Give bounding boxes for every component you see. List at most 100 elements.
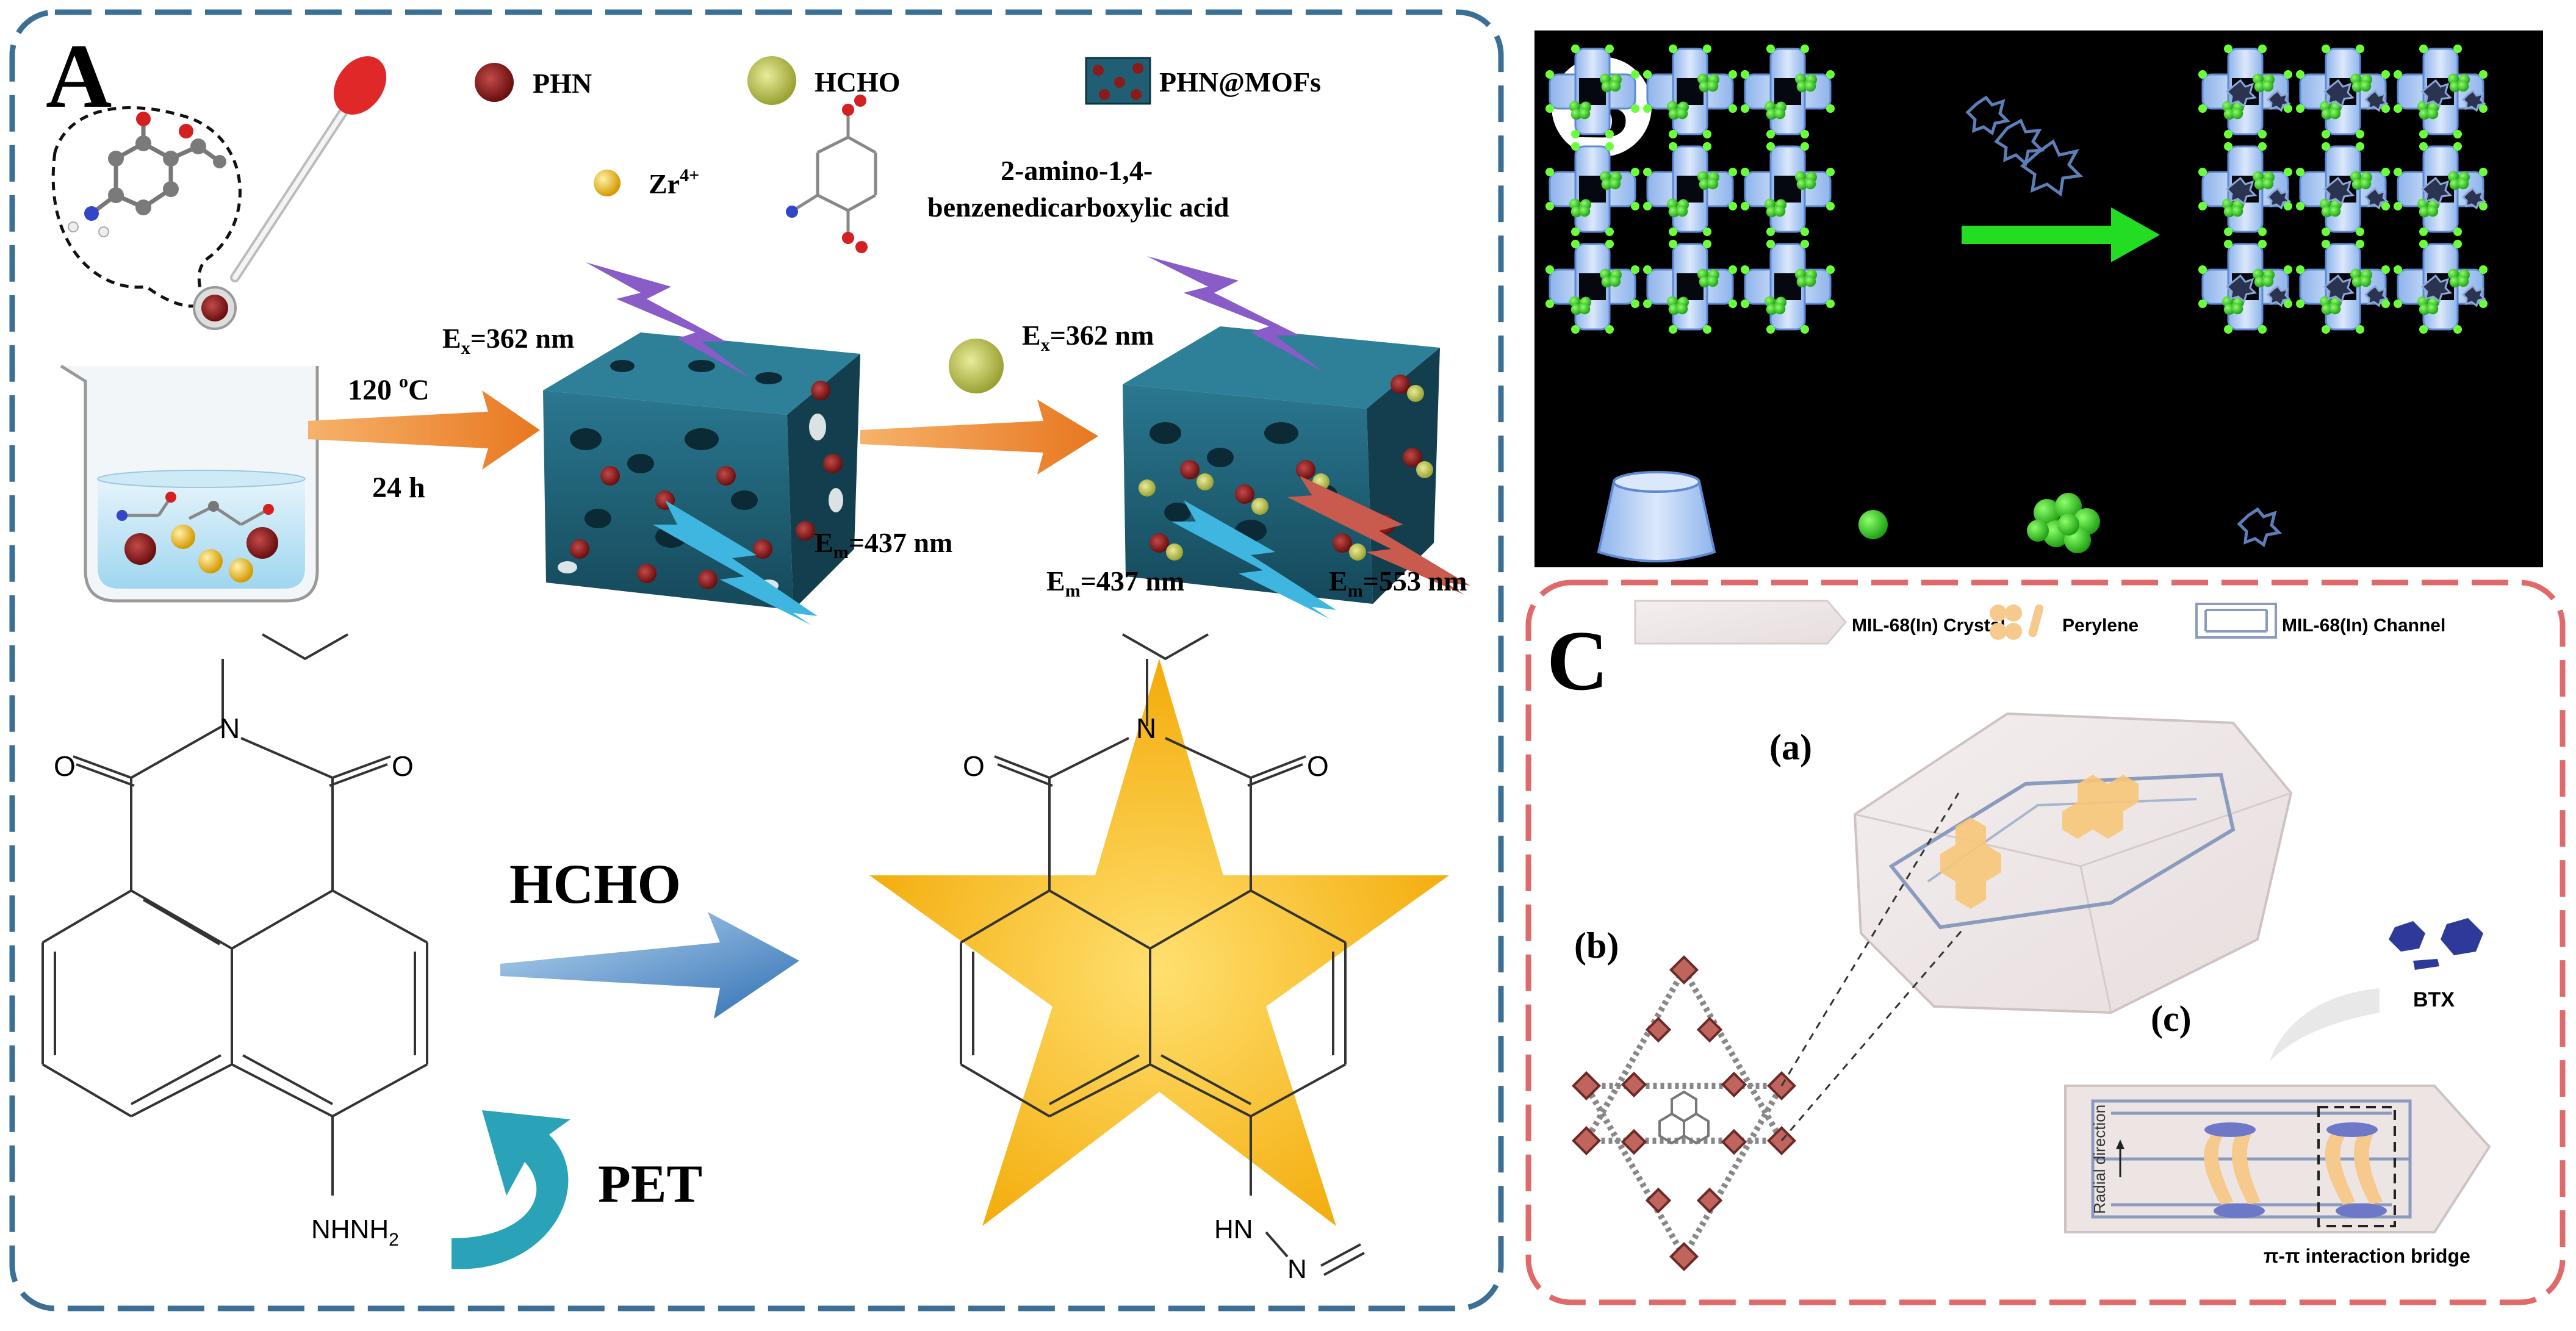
btx-molecules <box>2389 918 2483 970</box>
mof-block-1 <box>543 262 860 625</box>
btx-label: BTX <box>2413 988 2455 1011</box>
mof-node <box>2394 45 2488 138</box>
left-o-atom-2: O <box>392 750 414 782</box>
guest-molecule <box>2323 79 2355 108</box>
n-atom-imine: N <box>1287 1254 1307 1284</box>
mof-node <box>2394 240 2488 334</box>
mof-node <box>1741 45 1835 138</box>
legend-phn: PHN <box>475 63 592 102</box>
panel-b: B <box>1534 30 2543 567</box>
guest-molecule <box>2364 89 2389 112</box>
btx-entry-arrow <box>2270 988 2380 1061</box>
excitation-label-2: Ex=362 nm <box>1022 320 1154 355</box>
crystal-a <box>1853 712 2293 1014</box>
right-o-atom-1: O <box>963 750 985 782</box>
legend-linker: 2-amino-1,4- benzenedicarboxylic acid <box>786 95 1229 253</box>
mof-node <box>1545 142 1639 236</box>
guest-molecule <box>2266 284 2292 307</box>
hcho-arrow-label: HCHO <box>509 853 681 915</box>
mof-node <box>2198 142 2292 236</box>
green-cluster <box>1600 73 1622 93</box>
green-cluster <box>2448 73 2470 93</box>
guest-molecule <box>2420 176 2453 206</box>
dropper <box>193 56 387 330</box>
bridge-label: π-π interaction bridge <box>2264 1245 2470 1267</box>
loading-arrow <box>1962 207 2160 262</box>
green-cluster <box>1765 101 1786 120</box>
synthesis-arrow: 120 oC 24 h <box>308 371 540 504</box>
green-cluster <box>1600 268 1622 288</box>
guest-molecule <box>2323 274 2355 303</box>
phn-mofs-label: PHN@MOFs <box>1159 66 1321 98</box>
green-cluster <box>2253 73 2275 93</box>
zr-marker <box>594 170 621 196</box>
legend-hcho: HCHO <box>747 56 901 105</box>
guest-molecule <box>2266 187 2292 210</box>
panel-c: C MIL-68(In) Crystal Perylene MIL-68(In)… <box>1525 579 2566 1305</box>
mof-node <box>1545 45 1639 138</box>
guest-legend-icon <box>2237 507 2283 548</box>
guest-molecule <box>2364 284 2389 307</box>
green-cluster <box>1765 296 1786 315</box>
temperature-label: 120 oC <box>348 371 430 406</box>
product-structure <box>960 633 1365 1276</box>
panel-a: A <box>9 9 1504 1311</box>
crystal-legend-icon <box>1634 600 1847 645</box>
linker-molecule-icon <box>792 113 877 235</box>
molecule-thought-bubble <box>51 106 242 308</box>
green-cluster-legend-icon <box>2027 493 2100 553</box>
guest-molecule <box>2225 274 2258 303</box>
green-cluster <box>1697 171 1719 190</box>
legend-phn-mofs: PHN@MOFs <box>1085 57 1321 105</box>
legend-zr: Zr4+ <box>594 165 699 199</box>
guest-molecule <box>2225 176 2258 206</box>
green-cluster <box>1697 268 1719 288</box>
hcho-reaction-arrow <box>500 912 799 1019</box>
mof-grid-before <box>1545 45 1835 334</box>
green-cluster <box>2320 198 2342 218</box>
guest-molecule <box>2461 284 2487 307</box>
mof-node <box>2296 142 2390 236</box>
guest-molecule <box>2323 176 2355 206</box>
green-cluster <box>2417 296 2439 315</box>
mof-node <box>2296 240 2390 334</box>
green-cluster <box>1600 171 1622 190</box>
left-n-atom: N <box>220 712 240 744</box>
phn-label: PHN <box>533 68 592 99</box>
hcho-marker <box>747 56 796 105</box>
green-cluster <box>1569 198 1591 218</box>
pet-arrow <box>452 1110 570 1269</box>
pet-label: PET <box>598 1155 702 1214</box>
crystal-legend-label: MIL-68(In) Crystal <box>1852 615 2006 636</box>
hcho-label: HCHO <box>815 66 901 98</box>
green-ball-legend-icon <box>1858 510 1888 539</box>
sub-label-c: (c) <box>2151 999 2192 1039</box>
hcho-particle <box>949 339 1004 393</box>
green-cluster <box>1765 198 1786 218</box>
green-cluster <box>2350 171 2372 190</box>
perylene-legend-icon <box>1990 604 2044 640</box>
beaker <box>60 364 319 603</box>
right-n-atom: N <box>1136 712 1156 744</box>
panel-c-letter: C <box>1547 614 1608 708</box>
green-cluster <box>1795 268 1817 288</box>
linker-label-line2: benzenedicarboxylic acid <box>927 192 1229 223</box>
phn-marker <box>475 63 514 102</box>
time-label: 24 h <box>372 472 425 504</box>
hcho-addition-arrow <box>860 339 1098 475</box>
panel-a-letter: A <box>46 26 112 127</box>
green-cluster <box>1667 296 1689 315</box>
framework-b <box>1571 792 1966 1272</box>
guest-molecules <box>1965 95 2084 197</box>
mof-node <box>1741 240 1835 334</box>
green-cluster <box>2253 171 2275 190</box>
panel-c-border <box>1525 579 2566 1305</box>
green-cluster <box>2253 268 2275 288</box>
mof-node <box>1741 142 1835 236</box>
sub-label-b: (b) <box>1574 925 1619 966</box>
green-cluster <box>2448 268 2470 288</box>
mof-node <box>1643 240 1737 334</box>
excitation-label-1: Ex=362 nm <box>442 323 574 358</box>
hn-group: HN <box>1214 1214 1253 1244</box>
